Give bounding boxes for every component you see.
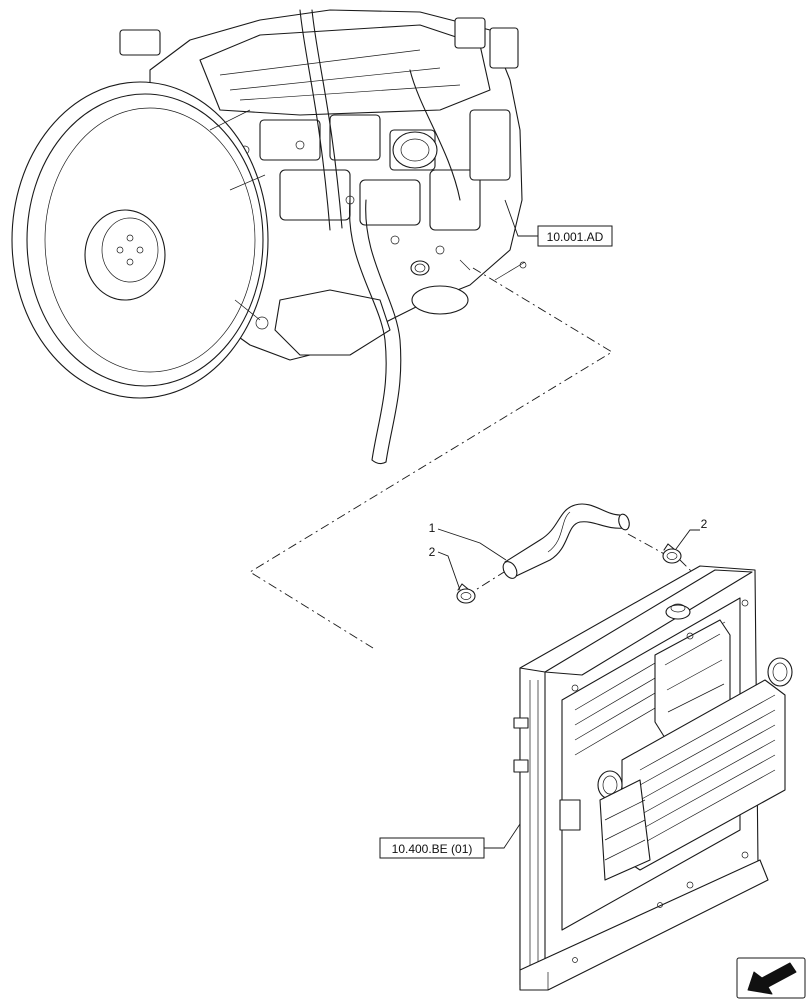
callout-2-left-label: 2 xyxy=(429,545,436,559)
ref-radiator[interactable]: 10.400.BE (01) xyxy=(379,823,521,859)
hose-axis-line-right xyxy=(627,533,669,557)
arrow-left-icon[interactable] xyxy=(736,957,806,999)
hose-clamp-left xyxy=(456,583,476,604)
ref-engine-label: 10.001.AD xyxy=(547,230,604,244)
callout-1-label: 1 xyxy=(429,521,436,535)
ref-radiator-label: 10.400.BE (01) xyxy=(392,842,473,856)
hose-clamp-right xyxy=(662,543,682,564)
radiator-assembly xyxy=(513,565,793,991)
callout-hose: 1 xyxy=(429,521,507,561)
coolant-hose xyxy=(502,503,630,579)
flywheel-housing xyxy=(11,81,269,399)
callout-2-right-label: 2 xyxy=(701,517,708,531)
connection-envelope xyxy=(249,267,613,649)
callout-clamp-left: 2 xyxy=(429,545,461,591)
callout-clamp-right: 2 xyxy=(675,517,708,550)
ref-engine[interactable]: 10.001.AD xyxy=(504,199,613,247)
